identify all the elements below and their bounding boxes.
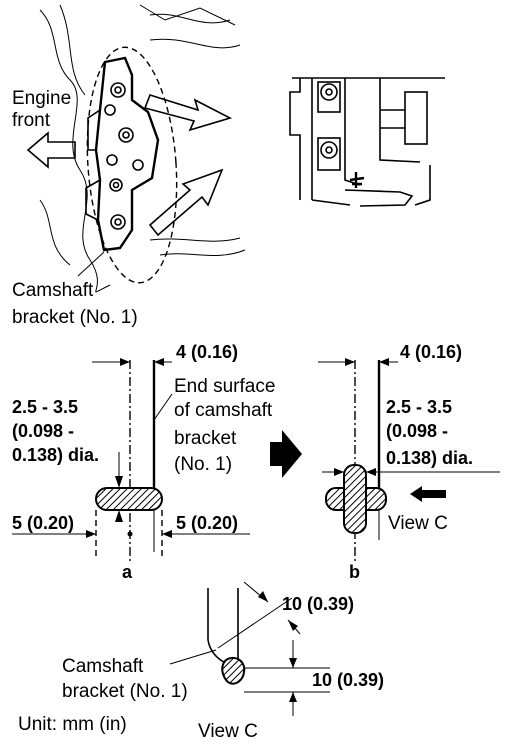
detail-a-caption: a (122, 562, 133, 582)
end-surface-line4: (No. 1) (174, 454, 232, 475)
unit-note: Unit: mm (in) (18, 714, 127, 735)
detail-b-dia-line2: (0.098 - (386, 421, 448, 441)
detail-b-dia-line1: 2.5 - 3.5 (386, 397, 452, 417)
detail-a-sealant-bead (95, 487, 163, 511)
view-c-bracket-label-1: Camshaft (62, 656, 144, 677)
detail-a-dia-line2: (0.098 - (12, 421, 74, 441)
detail-b-drawing (318, 358, 500, 562)
detail-a-dia-line1: 2.5 - 3.5 (12, 397, 78, 417)
detail-a-left-offset: 5 (0.20) (12, 513, 74, 533)
view-c-sealant-bead (221, 656, 246, 685)
detail-a-right-offset: 5 (0.20) (176, 513, 238, 533)
view-c-drawing (169, 581, 330, 716)
engine-illustration (26, 4, 246, 293)
engine-front-label-1: Engine (12, 88, 71, 109)
detail-a-dia-line3: 0.138) dia. (12, 445, 99, 465)
end-surface-line2: of camshaft (174, 400, 273, 421)
engine-front-label-2: front (12, 110, 51, 131)
view-c-caption: View C (198, 721, 258, 742)
detail-b-caption: b (349, 562, 360, 582)
bracket-label-1: Camshaft (12, 280, 94, 301)
detail-b-sealant-bead-vertical (343, 464, 367, 534)
detail-b-width-dim: 4 (0.16) (400, 342, 462, 362)
bracket-closeup-illustration (289, 77, 445, 207)
detail-a-width-dim: 4 (0.16) (176, 342, 238, 362)
bracket-leader-line (77, 251, 105, 277)
detail-b-view-label: View C (388, 513, 448, 534)
view-c-diag-dim: 10 (0.39) (282, 594, 354, 614)
view-c-bracket-label-2: bracket (No. 1) (62, 681, 188, 702)
detail-a-drawing (12, 358, 250, 562)
view-c-vert-dim: 10 (0.39) (312, 670, 384, 690)
bracket-label-2: bracket (No. 1) (12, 307, 138, 328)
detail-b-dia-line3: 0.138) dia. (386, 448, 473, 468)
end-surface-line1: End surface (174, 376, 275, 397)
end-surface-line3: bracket (174, 428, 237, 449)
transition-arrow (270, 430, 302, 478)
view-c-arrow (410, 486, 446, 502)
